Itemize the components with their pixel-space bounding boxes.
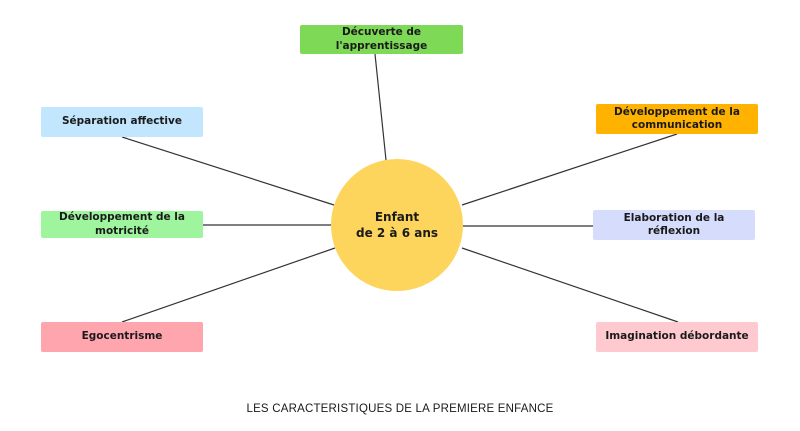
diagram-caption: LES CARACTERISTIQUES DE LA PREMIERE ENFA… [246,403,554,415]
central-node-line2: de 2 à 6 ans [355,226,439,240]
node-separation-affective: Séparation affective [41,107,203,137]
central-node-enfant: Enfant de 2 à 6 ans [331,159,463,291]
node-developpement-motricite: Développement de la motricité [41,211,203,238]
node-label: Egocentrisme [81,330,163,343]
node-imagination-debordante: Imagination débordante [596,322,758,352]
connector-left-bottom [121,247,336,323]
node-label: Elaboration de la réflexion [623,211,725,237]
node-label: Décuverte de l'apprentissage [335,26,428,52]
connector-right-bottom [461,247,679,323]
connector-right-top [461,133,678,206]
central-node-line1: Enfant [374,209,420,224]
node-label: Développement de la motricité [59,211,185,237]
node-egocentrisme: Egocentrisme [41,322,203,352]
node-elaboration-reflexion: Elaboration de la réflexion [593,210,755,240]
connector-top [374,53,387,161]
connector-left-top [121,136,335,206]
node-label: Séparation affective [61,115,183,128]
node-decouverte-apprentissage: Décuverte de l'apprentissage [300,25,463,54]
node-developpement-communication: Développement de la communication [596,104,758,134]
node-label: Développement de la communication [614,105,740,131]
node-label: Imagination débordante [605,330,749,343]
